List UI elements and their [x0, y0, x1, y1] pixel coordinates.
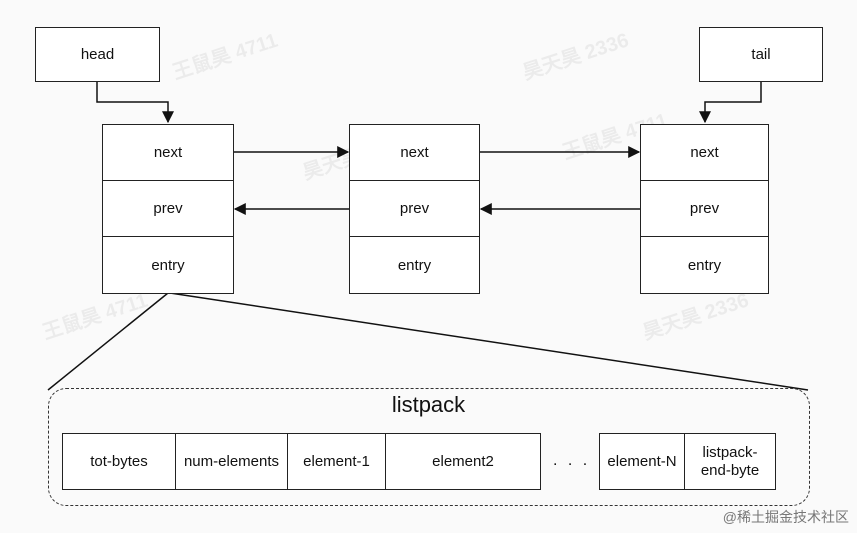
- quicklist-node-1: next prev entry: [102, 124, 234, 294]
- head-label: head: [80, 45, 115, 63]
- tail-pointer-arrow: [699, 82, 762, 124]
- node-prev-field: prev: [350, 181, 479, 237]
- listpack-field-num-elements: num-elements: [176, 433, 288, 490]
- listpack-container: [48, 388, 810, 506]
- head-box: head: [35, 27, 160, 82]
- listpack-field-element-1: element-1: [288, 433, 386, 490]
- node-next-field: next: [641, 125, 768, 181]
- source-credit: @稀土掘金技术社区: [722, 509, 849, 525]
- zoom-line-right: [169, 292, 809, 391]
- listpack-field-end-byte: listpack-end-byte: [685, 433, 776, 490]
- listpack-ellipsis: . . .: [553, 452, 591, 469]
- listpack-field-element2: element2: [386, 433, 541, 490]
- quicklist-node-3: next prev entry: [640, 124, 769, 294]
- listpack-field-tot-bytes: tot-bytes: [62, 433, 176, 490]
- node-next-field: next: [350, 125, 479, 181]
- node-entry-field: entry: [151, 256, 185, 274]
- zoom-line-left: [47, 292, 169, 391]
- tail-label: tail: [751, 45, 771, 63]
- listpack-field-element-n: element-N: [599, 433, 685, 490]
- node-prev-field: prev: [641, 181, 768, 237]
- node-entry-field: entry: [687, 256, 722, 274]
- node-next-field: next: [103, 125, 233, 181]
- quicklist-node-2: next prev entry: [349, 124, 480, 294]
- listpack-title: listpack: [391, 392, 466, 417]
- head-pointer-arrow: [96, 82, 174, 124]
- node-prev-field: prev: [103, 181, 233, 237]
- node-entry-field: entry: [397, 256, 432, 274]
- tail-box: tail: [699, 27, 823, 82]
